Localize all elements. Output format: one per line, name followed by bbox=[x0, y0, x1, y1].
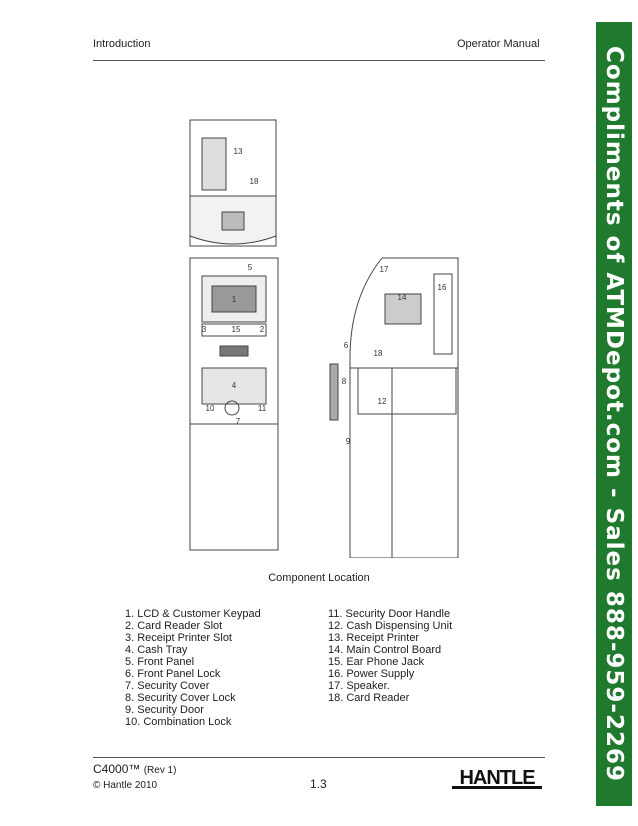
front-cash-tray bbox=[201, 367, 267, 405]
callout-16: 16 bbox=[438, 283, 447, 292]
callout-8: 8 bbox=[342, 377, 347, 386]
front-keypad bbox=[219, 345, 249, 357]
front-slot-panel bbox=[201, 323, 267, 337]
list-item: 7. Security Cover bbox=[125, 680, 210, 692]
hantle-logo-bar bbox=[452, 786, 542, 789]
footer-copyright: © Hantle 2010 bbox=[93, 780, 158, 791]
component-location-diagram: 13 18 5 1 3 15 2 4 10 11 7 17 16 14 6 18… bbox=[189, 119, 459, 558]
side-power-supply bbox=[433, 273, 453, 355]
callout-4: 4 bbox=[232, 381, 237, 390]
side-receipt-printer bbox=[384, 293, 422, 325]
component-list-right: 11. Security Door Handle 12. Cash Dispen… bbox=[328, 608, 452, 704]
front-combination-lock bbox=[224, 400, 240, 416]
list-item: 13. Receipt Printer bbox=[328, 632, 420, 644]
list-item: 12. Cash Dispensing Unit bbox=[328, 620, 453, 632]
top-view-body bbox=[189, 119, 277, 247]
header-manual-title: Operator Manual bbox=[457, 38, 540, 50]
receipt-printer-module bbox=[201, 137, 227, 191]
list-item: 15. Ear Phone Jack bbox=[328, 656, 425, 668]
promo-banner: Compliments of ATMDepot.com - Sales 888-… bbox=[596, 22, 632, 806]
callout-11: 11 bbox=[258, 404, 267, 413]
callout-10: 10 bbox=[206, 404, 215, 413]
callout-7: 7 bbox=[236, 417, 241, 426]
list-item: 9. Security Door bbox=[125, 704, 204, 716]
list-item: 4. Cash Tray bbox=[125, 644, 188, 656]
callout-1: 1 bbox=[232, 295, 237, 304]
front-lcd-screen bbox=[211, 285, 257, 313]
callout-15: 15 bbox=[232, 325, 241, 334]
page-number: 1.3 bbox=[310, 777, 327, 791]
callout-9: 9 bbox=[346, 437, 351, 446]
front-view-body bbox=[189, 257, 279, 551]
figure-caption: Component Location bbox=[268, 572, 370, 584]
callout-17: 17 bbox=[380, 265, 389, 274]
list-item: 11. Security Door Handle bbox=[328, 608, 451, 620]
list-item: 8. Security Cover Lock bbox=[125, 692, 236, 704]
hantle-logo-text: HANTLE bbox=[459, 767, 535, 789]
list-item: 3. Receipt Printer Slot bbox=[125, 632, 232, 644]
list-item: 1. LCD & Customer Keypad bbox=[125, 608, 261, 620]
header-rule bbox=[93, 60, 545, 61]
top-keypad bbox=[221, 211, 245, 231]
list-item: 17. Speaker. bbox=[328, 680, 390, 692]
footer-revision: (Rev 1) bbox=[143, 765, 177, 776]
side-cash-dispenser bbox=[357, 367, 457, 415]
callout-6: 6 bbox=[344, 341, 349, 350]
callout-14: 14 bbox=[398, 293, 407, 302]
list-item: 2. Card Reader Slot bbox=[125, 620, 223, 632]
footer-rule bbox=[93, 757, 545, 758]
list-item: 10. Combination Lock bbox=[125, 716, 232, 728]
footer-model-name: C4000™ bbox=[93, 762, 141, 776]
list-item: 6. Front Panel Lock bbox=[125, 668, 221, 680]
side-view-curved-front bbox=[349, 257, 383, 558]
callout-5: 5 bbox=[248, 263, 253, 272]
callout-18: 18 bbox=[250, 177, 259, 186]
list-item: 5. Front Panel bbox=[125, 656, 195, 668]
callout-3: 3 bbox=[202, 325, 207, 334]
callout-18-side: 18 bbox=[374, 349, 383, 358]
header-section-title: Introduction bbox=[93, 38, 151, 50]
hantle-logo: HANTLE bbox=[452, 767, 542, 789]
callout-2: 2 bbox=[260, 325, 265, 334]
callout-13: 13 bbox=[234, 147, 243, 156]
component-list-left: 1. LCD & Customer Keypad 2. Card Reader … bbox=[125, 608, 261, 728]
footer-model: C4000™ (Rev 1) bbox=[93, 762, 177, 776]
list-item: 18. Card Reader bbox=[328, 692, 410, 704]
callout-12: 12 bbox=[378, 397, 387, 406]
list-item: 14. Main Control Board bbox=[328, 644, 442, 656]
promo-banner-text: Compliments of ATMDepot.com - Sales 888-… bbox=[601, 46, 627, 782]
side-view-base bbox=[349, 367, 459, 558]
list-item: 16. Power Supply bbox=[328, 668, 415, 680]
side-security-door bbox=[329, 363, 339, 421]
